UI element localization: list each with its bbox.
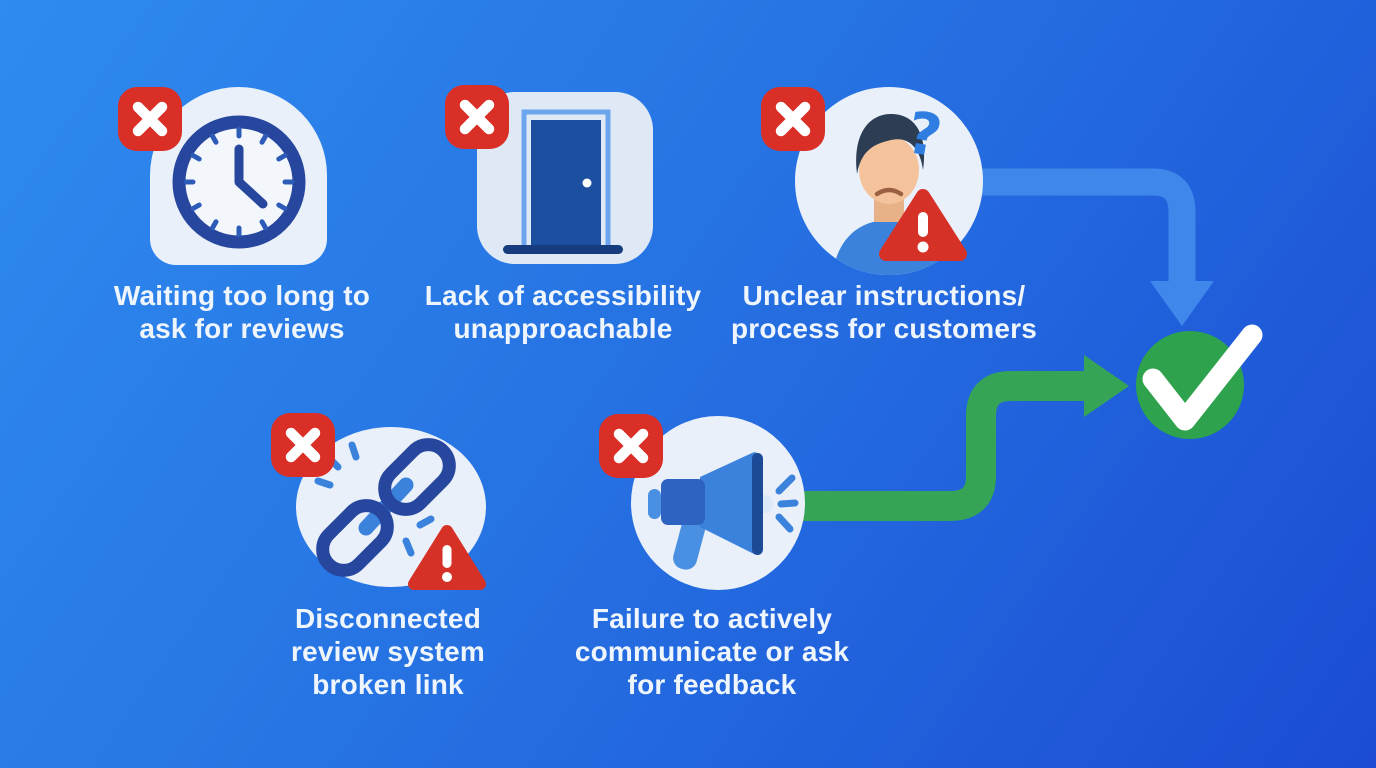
x-icon (599, 414, 663, 478)
clock-icon (172, 115, 306, 249)
caption-waiting-too-long: Waiting too long to ask for reviews (82, 279, 402, 345)
clock-ticks (183, 126, 295, 238)
caption-line: for feedback (627, 669, 797, 700)
x-icon (118, 87, 182, 151)
caption-line: Failure to actively (591, 603, 833, 634)
caption-line: review system (290, 636, 486, 667)
blue-arrow (950, 168, 1214, 326)
x-badge (271, 413, 335, 477)
megaphone-handle (673, 510, 707, 570)
item-waiting-too-long (150, 87, 327, 265)
door-knob (582, 178, 592, 188)
caption-line: ask for reviews (139, 313, 345, 344)
person-hair (856, 114, 925, 174)
caption-lack-of-accessibility: Lack of accessibility unapproachable (398, 279, 728, 345)
item-disconnected-review-system (294, 425, 490, 591)
item-unclear-instructions: ? (794, 86, 986, 278)
chain-link-bottom (316, 499, 394, 577)
blue-arrowhead-icon (1150, 281, 1214, 326)
checkmark-icon (1142, 324, 1263, 431)
caption-line: process for customers (730, 313, 1038, 344)
megaphone-knob (648, 489, 661, 519)
chain-link-top (378, 438, 456, 516)
megaphone-mouth-bar (752, 453, 763, 555)
sound-lines-icon (775, 474, 799, 533)
item-lack-of-accessibility (477, 92, 653, 264)
caption-unclear-instructions: Unclear instructions/ process for custom… (709, 279, 1059, 345)
caption-line: communicate or ask (574, 636, 850, 667)
caption-line: Lack of accessibility (424, 280, 702, 311)
x-badge (118, 87, 182, 151)
x-icon (761, 87, 825, 151)
x-badge (445, 85, 509, 149)
x-icon (271, 413, 335, 477)
megaphone-rear-box (661, 479, 705, 525)
person-face (859, 136, 919, 204)
success-check (1136, 324, 1263, 439)
door-threshold (503, 245, 623, 254)
success-circle (1136, 331, 1244, 439)
warning-triangle-icon (408, 525, 486, 590)
green-arrow (800, 355, 1129, 521)
warning-triangle-icon (879, 189, 967, 261)
caption-line: Waiting too long to (113, 280, 371, 311)
clock-hands (234, 144, 268, 209)
megaphone-icon (631, 416, 805, 590)
caption-failure-to-communicate: Failure to actively communicate or ask f… (537, 602, 887, 701)
caption-line: Unclear instructions/ (742, 280, 1026, 311)
megaphone-cone (700, 452, 759, 554)
x-badge (599, 414, 663, 478)
green-arrowhead-icon (1084, 355, 1129, 417)
item-failure-to-communicate (628, 415, 810, 593)
broken-link-icon (296, 427, 486, 590)
caption-line: Disconnected (295, 603, 481, 634)
caption-line: unapproachable (453, 313, 673, 344)
door-icon (477, 92, 653, 264)
confused-person-icon: ? (795, 87, 983, 275)
x-badge (761, 87, 825, 151)
caption-disconnected-review-system: Disconnected review system broken link (233, 602, 543, 701)
x-icon (445, 85, 509, 149)
caption-line: broken link (312, 669, 464, 700)
person-frown (874, 187, 904, 197)
